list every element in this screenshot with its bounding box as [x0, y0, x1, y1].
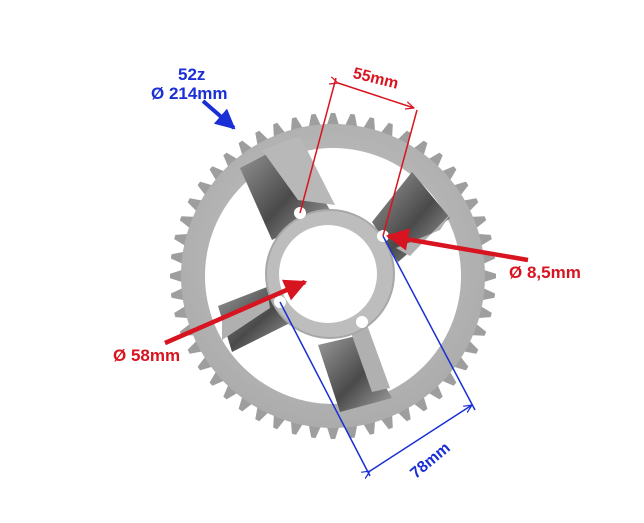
arrow-center-bore [164, 279, 308, 346]
arrow-bolt-hole [385, 228, 529, 263]
outer-diameter-label: Ø 214mm [151, 84, 228, 103]
bolt-hole-diameter-label: Ø 8,5mm [509, 263, 581, 282]
teeth-count-label: 52z [178, 65, 206, 84]
sprocket-gear [170, 113, 496, 439]
arrow-outer-diameter [201, 99, 236, 130]
center-bore-label: Ø 58mm [113, 346, 181, 365]
dimension-55mm [299, 78, 418, 237]
dimension-78mm [279, 235, 476, 476]
center-bore [279, 225, 377, 323]
